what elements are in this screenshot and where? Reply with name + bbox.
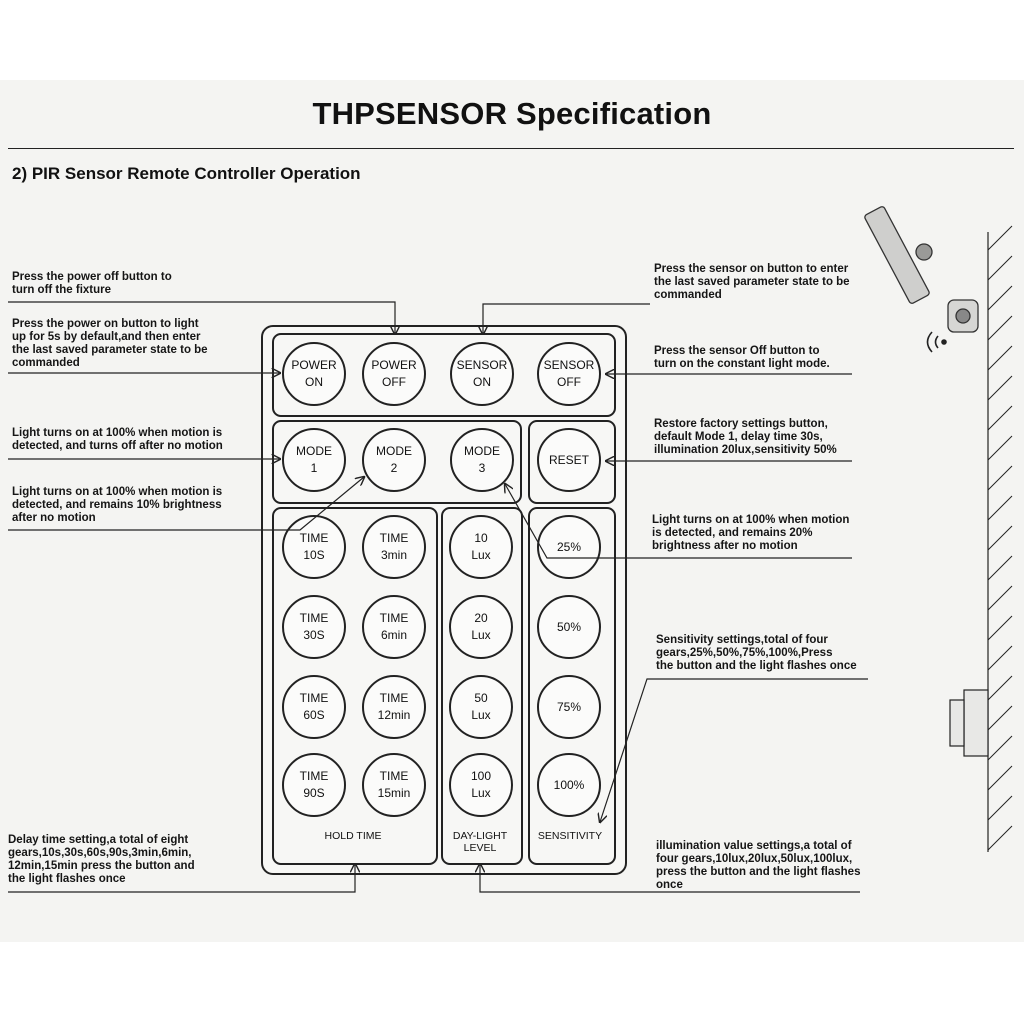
mode-3-button[interactable]: MODE 3 bbox=[450, 428, 514, 492]
daylight-level-label: DAY-LIGHT LEVEL bbox=[452, 830, 508, 854]
sensor-off-button[interactable]: SENSOR OFF bbox=[537, 342, 601, 406]
time-10s-button[interactable]: TIME 10S bbox=[282, 515, 346, 579]
note-mode2: Light turns on at 100% when motion is de… bbox=[12, 486, 223, 524]
time-12min-button[interactable]: TIME 12min bbox=[362, 675, 426, 739]
mode-2-label: MODE 2 bbox=[376, 444, 412, 475]
reset-button[interactable]: RESET bbox=[537, 428, 601, 492]
sensitivity-75-button[interactable]: 75% bbox=[537, 675, 601, 739]
sensitivity-100-button[interactable]: 100% bbox=[537, 753, 601, 817]
power-on-button[interactable]: POWER ON bbox=[282, 342, 346, 406]
time-3min-button[interactable]: TIME 3min bbox=[362, 515, 426, 579]
lux-50-label: 50 Lux bbox=[471, 691, 491, 722]
sensor-on-label: SENSOR ON bbox=[456, 358, 508, 389]
lux-50-button[interactable]: 50 Lux bbox=[449, 675, 513, 739]
lux-10-button[interactable]: 10 Lux bbox=[449, 515, 513, 579]
time-3min-label: TIME 3min bbox=[379, 531, 409, 562]
mode-3-label: MODE 3 bbox=[464, 444, 500, 475]
note-sensitivity: Sensitivity settings,total of four gears… bbox=[656, 634, 857, 672]
note-mode1: Light turns on at 100% when motion is de… bbox=[12, 427, 223, 452]
mode-2-button[interactable]: MODE 2 bbox=[362, 428, 426, 492]
lux-10-label: 10 Lux bbox=[471, 531, 491, 562]
note-delay: Delay time setting,a total of eight gear… bbox=[8, 834, 195, 885]
note-power-off: Press the power off button to turn off t… bbox=[12, 271, 172, 296]
sensor-off-label: SENSOR OFF bbox=[543, 358, 595, 389]
mode-1-label: MODE 1 bbox=[296, 444, 332, 475]
sensitivity-75-label: 75% bbox=[556, 699, 582, 714]
sensor-on-button[interactable]: SENSOR ON bbox=[450, 342, 514, 406]
power-off-button[interactable]: POWER OFF bbox=[362, 342, 426, 406]
sensitivity-label: SENSITIVITY bbox=[537, 830, 603, 842]
reset-label: RESET bbox=[548, 452, 589, 467]
hold-time-label: HOLD TIME bbox=[324, 830, 382, 842]
mode-1-button[interactable]: MODE 1 bbox=[282, 428, 346, 492]
lux-20-button[interactable]: 20 Lux bbox=[449, 595, 513, 659]
sensitivity-50-button[interactable]: 50% bbox=[537, 595, 601, 659]
lux-20-label: 20 Lux bbox=[471, 611, 491, 642]
note-illumination: illumination value settings,a total of f… bbox=[656, 840, 861, 891]
sensitivity-100-label: 100% bbox=[553, 777, 585, 792]
sensitivity-50-label: 50% bbox=[556, 619, 582, 634]
time-60s-button[interactable]: TIME 60S bbox=[282, 675, 346, 739]
lux-100-button[interactable]: 100 Lux bbox=[449, 753, 513, 817]
note-reset: Restore factory settings button, default… bbox=[654, 418, 837, 456]
note-sensor-off: Press the sensor Off button to turn on t… bbox=[654, 345, 830, 370]
sensitivity-25-button[interactable]: 25% bbox=[537, 515, 601, 579]
title-rule bbox=[8, 148, 1014, 149]
note-power-on: Press the power on button to light up fo… bbox=[12, 318, 208, 369]
time-6min-button[interactable]: TIME 6min bbox=[362, 595, 426, 659]
note-sensor-on: Press the sensor on button to enter the … bbox=[654, 263, 850, 301]
power-off-label: POWER OFF bbox=[371, 358, 417, 389]
time-15min-button[interactable]: TIME 15min bbox=[362, 753, 426, 817]
time-90s-button[interactable]: TIME 90S bbox=[282, 753, 346, 817]
time-6min-label: TIME 6min bbox=[379, 611, 409, 642]
time-60s-label: TIME 60S bbox=[299, 691, 329, 722]
time-30s-button[interactable]: TIME 30S bbox=[282, 595, 346, 659]
time-15min-label: TIME 15min bbox=[377, 769, 411, 800]
section-heading: 2) PIR Sensor Remote Controller Operatio… bbox=[12, 164, 361, 183]
sensitivity-25-label: 25% bbox=[556, 539, 582, 554]
note-mode3: Light turns on at 100% when motion is de… bbox=[652, 514, 850, 552]
power-on-label: POWER ON bbox=[291, 358, 337, 389]
page-title: THPSENSOR Specification bbox=[312, 96, 712, 131]
time-90s-label: TIME 90S bbox=[299, 769, 329, 800]
time-30s-label: TIME 30S bbox=[299, 611, 329, 642]
time-10s-label: TIME 10S bbox=[299, 531, 329, 562]
time-12min-label: TIME 12min bbox=[377, 691, 411, 722]
lux-100-label: 100 Lux bbox=[470, 769, 492, 800]
